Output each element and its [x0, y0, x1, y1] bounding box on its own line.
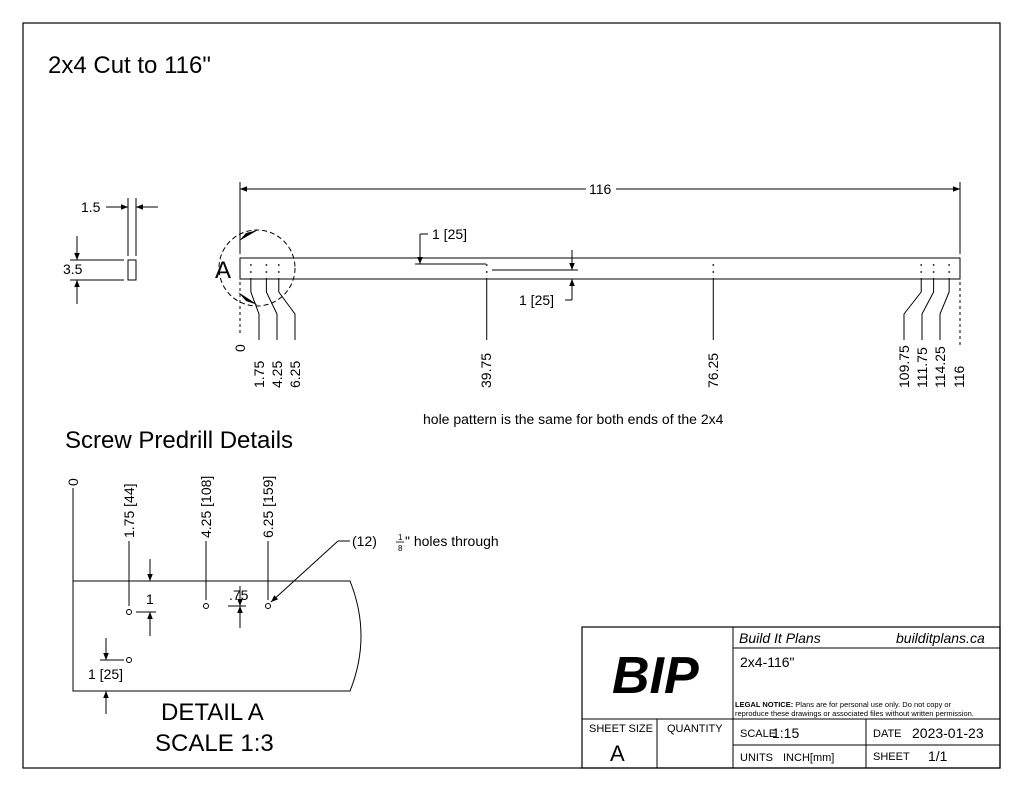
- hole-position-label: 39.75: [478, 353, 494, 388]
- legal-notice-line2: reproduce these drawings or associated f…: [735, 709, 974, 718]
- hole-position-label: 111.75: [914, 347, 930, 388]
- logo-bip: BIP: [612, 647, 699, 705]
- date-label: DATE: [873, 728, 902, 740]
- drawing-title: 2x4 Cut to 116": [48, 52, 211, 79]
- hole-callout-qty: (12): [352, 533, 377, 549]
- units-label: UNITS: [740, 752, 773, 764]
- hole-position-label: 0: [232, 344, 248, 352]
- board-hole-dot: [712, 264, 715, 266]
- board-hole-dot: [712, 271, 715, 273]
- scale-value: 1:15: [772, 725, 799, 741]
- sheet-size-label: SHEET SIZE: [589, 723, 653, 735]
- board-hole-dot: [948, 264, 951, 266]
- sheet-size-value: A: [610, 741, 625, 766]
- board-hole-dot: [932, 271, 935, 273]
- board-hole-dot: [249, 264, 252, 266]
- end-view-profile: [127, 259, 137, 281]
- units-value: INCH[mm]: [783, 752, 834, 764]
- sheet-border: [22, 22, 1001, 769]
- detail-origin-dim: 0: [65, 478, 81, 486]
- hole-leader: [265, 278, 278, 340]
- hole-leader: [939, 278, 950, 340]
- detail-dim-2: 4.25 [108]: [198, 476, 214, 538]
- scale-label: SCALE: [740, 728, 776, 740]
- company-website: builditplans.ca: [896, 630, 985, 646]
- board-hole-dot: [277, 264, 280, 266]
- part-name: 2x4-116": [740, 654, 795, 670]
- quantity-label: QUANTITY: [667, 723, 723, 735]
- detail-dim-3: 6.25 [159]: [260, 476, 276, 538]
- hole-position-label: 114.25: [932, 346, 948, 388]
- detail-hole-edge: [126, 657, 132, 663]
- board-hole-dot: [948, 271, 951, 273]
- detail-scale: SCALE 1:3: [155, 730, 274, 757]
- hole-leader: [250, 278, 260, 340]
- edge-offset-bottom-dim: 1 [25]: [519, 292, 554, 308]
- hole-callout-rest: " holes through: [405, 533, 499, 549]
- detail-edge-offset: 1 [25]: [88, 666, 123, 682]
- detail-spacing-horizontal: .75: [229, 587, 249, 603]
- detail-hole-3: [265, 603, 271, 609]
- hole-position-label: 1.75: [251, 361, 267, 388]
- board-hole-dot: [920, 264, 923, 266]
- hole-leader: [278, 278, 296, 340]
- board-hole-dot: [932, 264, 935, 266]
- date-value: 2023-01-23: [912, 725, 984, 741]
- edge-offset-top-dim: 1 [25]: [432, 226, 467, 242]
- detail-a-circle: [218, 229, 296, 307]
- hole-callout-frac-den: 8: [398, 544, 403, 553]
- hole-position-label: 109.75: [896, 345, 912, 388]
- detail-dim-1: 1.75 [44]: [121, 484, 137, 539]
- end-view-height-dim: 3.5: [63, 261, 83, 277]
- hole-position-label: 116: [951, 365, 967, 388]
- hole-leader: [921, 278, 935, 340]
- detail-label: DETAIL A: [161, 699, 264, 726]
- detail-spacing-vertical: 1: [146, 591, 154, 607]
- board-hole-dot: [265, 271, 268, 273]
- hole-position-label: 6.25: [287, 361, 303, 388]
- detail-board-outline: [72, 580, 362, 692]
- detail-a-marker: A: [215, 257, 231, 284]
- title-block: [581, 626, 1001, 769]
- board-hole-markers: [249, 264, 951, 273]
- sheet-value: 1/1: [928, 748, 948, 764]
- hole-callout-frac-num: 1: [398, 533, 403, 542]
- sheet-label: SHEET: [873, 751, 910, 763]
- board-top-view: [239, 257, 961, 280]
- board-hole-dot: [920, 271, 923, 273]
- end-view: [70, 198, 158, 304]
- board-hole-dot: [485, 271, 488, 273]
- hole-leader: [903, 278, 922, 340]
- detail-hole-2: [203, 603, 209, 609]
- board-hole-dot: [485, 264, 488, 266]
- company-name: Build It Plans: [739, 630, 821, 646]
- detail-heading: Screw Predrill Details: [65, 427, 293, 454]
- legal-notice-label: LEGAL NOTICE:: [735, 700, 793, 709]
- end-view-width-dim: 1.5: [81, 199, 101, 215]
- board-hole-dot: [277, 271, 280, 273]
- board-hole-dot: [249, 271, 252, 273]
- detail-hole-1: [126, 609, 132, 615]
- hole-position-label: 4.25: [269, 361, 285, 388]
- hole-position-label: 76.25: [705, 353, 721, 388]
- legal-notice-line1: Plans are for personal use only. Do not …: [793, 700, 951, 709]
- hole-pattern-note: hole pattern is the same for both ends o…: [423, 411, 724, 427]
- overall-length-dim: 116: [589, 181, 612, 197]
- legal-notice: LEGAL NOTICE: Plans are for personal use…: [735, 700, 952, 709]
- hole-callout: (12) 1 8 " holes through: [352, 533, 499, 553]
- board-hole-dot: [265, 264, 268, 266]
